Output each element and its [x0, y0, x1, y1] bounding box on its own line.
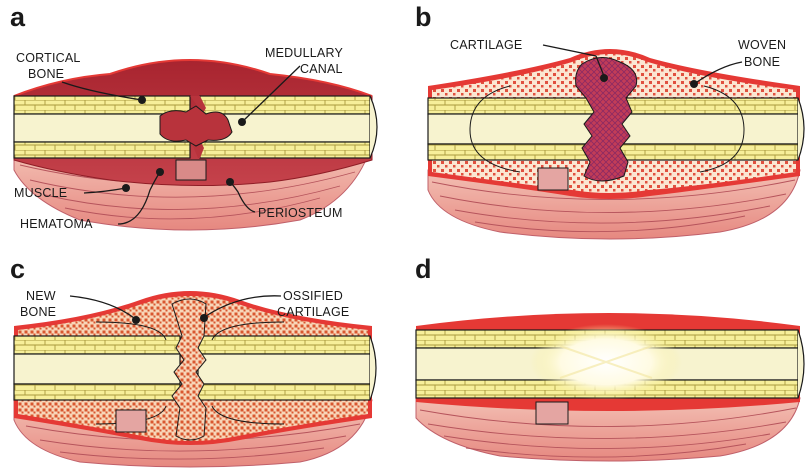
panel-letter-c: c [10, 254, 25, 284]
label-cartilage: CARTILAGE [450, 38, 522, 52]
label-periosteum: PERIOSTEUM [258, 206, 343, 220]
label-hematoma: HEMATOMA [20, 217, 93, 231]
panel-letter-b: b [415, 2, 432, 32]
label-medullary-canal-line2: CANAL [300, 62, 343, 76]
label-cortical-bone-line2: BONE [28, 67, 64, 81]
label-ossified-cartilage-line2: CARTILAGE [277, 305, 349, 319]
label-medullary-canal-line1: MEDULLARY [265, 46, 343, 60]
panel-c: c NEW BONE OSSIFIED CARTILAGE [10, 254, 376, 467]
label-woven-bone-line2: BONE [744, 55, 780, 69]
label-muscle: MUSCLE [14, 186, 67, 200]
panel-a: a CORTICAL BONE MEDULLARY CANAL [10, 2, 377, 231]
panel-letter-a: a [10, 2, 26, 32]
panel-b: b CARTILAGE WOVEN BONE [415, 2, 804, 239]
label-woven-bone-line1: WOVEN [738, 38, 786, 52]
label-new-bone-line2: BONE [20, 305, 56, 319]
panel-letter-d: d [415, 254, 432, 284]
label-cortical-bone-line1: CORTICAL [16, 51, 81, 65]
panel-d: d [415, 254, 804, 461]
label-new-bone-line1: NEW [26, 289, 56, 303]
label-ossified-cartilage-line1: OSSIFIED [283, 289, 343, 303]
